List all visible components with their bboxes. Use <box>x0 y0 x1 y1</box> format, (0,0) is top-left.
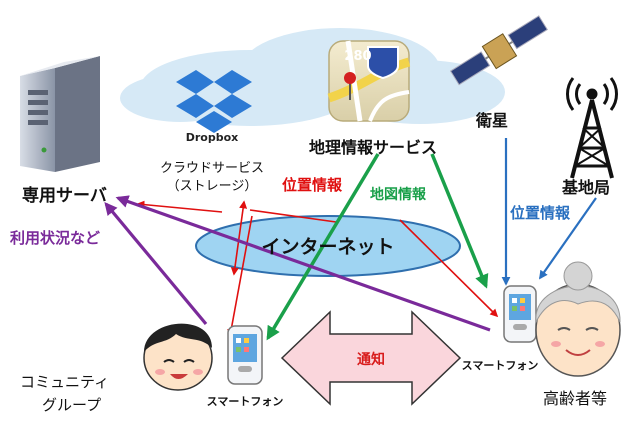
satellite-label: 衛星 <box>475 111 508 130</box>
base-station-label: 基地局 <box>561 178 610 197</box>
map-app-icon <box>327 40 411 122</box>
person-icon <box>143 323 213 391</box>
internet-label: インターネット <box>261 236 394 258</box>
elderly-person-icon <box>535 261 621 377</box>
purple-arrows <box>104 195 491 332</box>
antenna-tower-icon <box>566 77 618 179</box>
dropbox-brand-label: Dropbox <box>186 131 239 144</box>
map-service-label: 地理情報サービス <box>309 138 437 157</box>
notification-label: 通知 <box>357 351 385 368</box>
cloud-background <box>120 28 505 126</box>
smartphone-left-label: スマートフォン <box>207 395 284 408</box>
green-arrows <box>266 153 489 341</box>
red-arrows <box>136 200 499 338</box>
blue-arrows <box>501 138 597 286</box>
community-group-label-line1: コミュニティ <box>20 373 109 391</box>
smartphone-icon <box>227 325 263 385</box>
community-group-label-line2: グループ <box>42 396 101 414</box>
location-info-red-label: 位置情報 <box>282 176 343 194</box>
smartphone-icon <box>503 285 537 343</box>
usage-status-label: 利用状況など <box>10 229 100 247</box>
location-info-blue-label: 位置情報 <box>510 204 571 222</box>
satellite-icon <box>449 15 548 86</box>
cloud-storage-label-line2: （ストレージ） <box>167 179 258 194</box>
server-icon <box>20 56 100 172</box>
smartphone-right-label: スマートフォン <box>462 359 539 372</box>
notify-arrow <box>280 310 462 406</box>
dropbox-icon <box>176 70 252 133</box>
elderly-label: 高齢者等 <box>543 389 607 408</box>
cloud-storage-label-line1: クラウドサービス <box>160 161 264 176</box>
dedicated-server-label: 専用サーバ <box>22 186 107 206</box>
map-icon-shield-text: 280 <box>344 49 371 64</box>
map-info-label: 地図情報 <box>370 186 427 203</box>
internet-ellipse <box>195 215 461 277</box>
